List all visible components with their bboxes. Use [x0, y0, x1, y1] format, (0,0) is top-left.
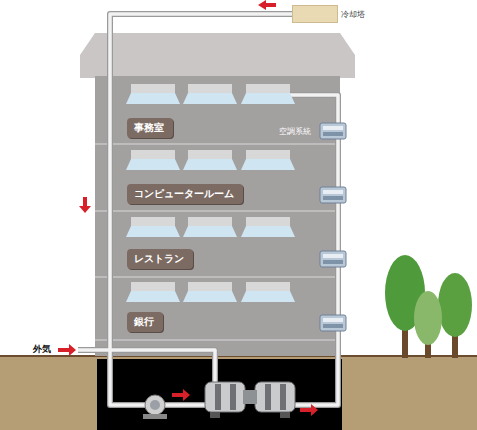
floor-label: コンピュータールーム — [127, 184, 243, 204]
outside-air-label: 外気 — [33, 343, 51, 356]
chillers — [205, 382, 295, 418]
node-text: 事務室 — [134, 122, 164, 133]
pipes — [78, 14, 338, 405]
basement — [97, 359, 342, 430]
ceiling-ac-units — [126, 84, 295, 302]
floor-label: 事務室 — [127, 118, 173, 138]
node-text: 銀行 — [134, 316, 154, 327]
floor-label: レストラン — [127, 249, 193, 269]
pump — [143, 395, 167, 419]
system-label: 空調系統 — [279, 126, 311, 137]
node-text: 冷却塔 — [341, 9, 365, 20]
trees — [385, 255, 472, 358]
ground — [0, 356, 477, 430]
node-text: レストラン — [134, 253, 184, 264]
node-text: コンピュータールーム — [134, 188, 234, 199]
cooling-tower: 冷却塔 — [292, 5, 338, 23]
air-handling-units — [320, 123, 346, 331]
floor-lines — [95, 144, 340, 340]
flow-arrows — [58, 0, 318, 416]
building-body — [95, 76, 340, 356]
floor-label: 銀行 — [127, 312, 163, 332]
roof — [80, 33, 355, 78]
